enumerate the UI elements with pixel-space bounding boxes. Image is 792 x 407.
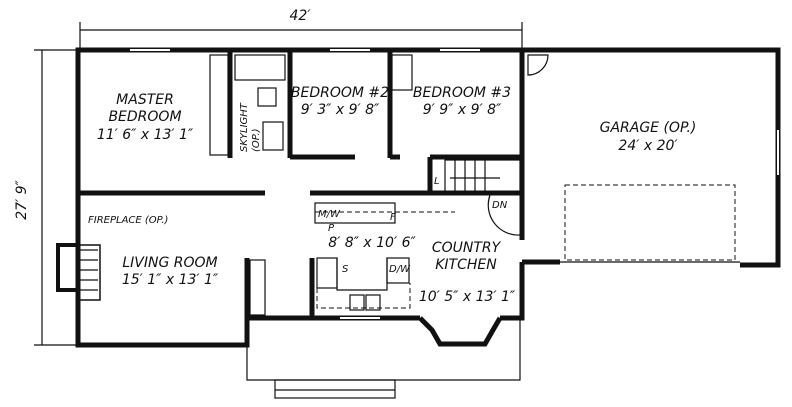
fridge-label: F <box>390 212 396 223</box>
fireplace-label: FIREPLACE (OP.) <box>88 215 168 226</box>
kitchen-size: 10′ 5″ x 13′ 1″ <box>419 289 516 305</box>
pantry-label: P <box>328 223 335 234</box>
sink-label: S <box>342 264 349 275</box>
interior-walls <box>78 50 525 318</box>
skylight-label: SKYLIGHT <box>239 102 250 152</box>
bedroom3-size: 9′ 9″ x 9′ 8″ <box>423 102 502 118</box>
kitchen-label: COUNTRY <box>432 240 502 256</box>
skylight-note: (OP.) <box>251 128 262 152</box>
dining-size: 8′ 8″ x 10′ 6″ <box>328 235 416 251</box>
microwave-label: M/W <box>318 209 341 220</box>
bedroom3-label: BEDROOM #3 <box>413 85 511 101</box>
stairs <box>444 159 521 236</box>
linen-closet-label: L <box>434 176 440 187</box>
garage-size: 24′ x 20′ <box>618 138 678 154</box>
depth-dimension: 27′ 9″ <box>14 49 76 346</box>
master-bedroom-label: MASTER <box>116 92 174 108</box>
master-bedroom-label-2: BEDROOM <box>108 109 181 125</box>
exterior-walls <box>56 47 781 399</box>
kitchen-label-2: KITCHEN <box>435 257 497 273</box>
master-bedroom-size: 11′ 6″ x 13′ 1″ <box>97 127 194 143</box>
bedroom2-label: BEDROOM #2 <box>291 85 389 101</box>
bedroom2-size: 9′ 3″ x 9′ 8″ <box>301 102 380 118</box>
living-room-size: 15′ 1″ x 13′ 1″ <box>122 272 219 288</box>
garage-label: GARAGE (OP.) <box>600 120 697 136</box>
stairs-down-label: DN <box>492 200 508 211</box>
width-label: 42′ <box>290 8 312 24</box>
living-room-label: LIVING ROOM <box>122 255 217 271</box>
width-dimension: 42′ <box>79 8 523 48</box>
depth-label: 27′ 9″ <box>14 179 30 219</box>
dishwasher-label: D/W <box>389 264 411 275</box>
